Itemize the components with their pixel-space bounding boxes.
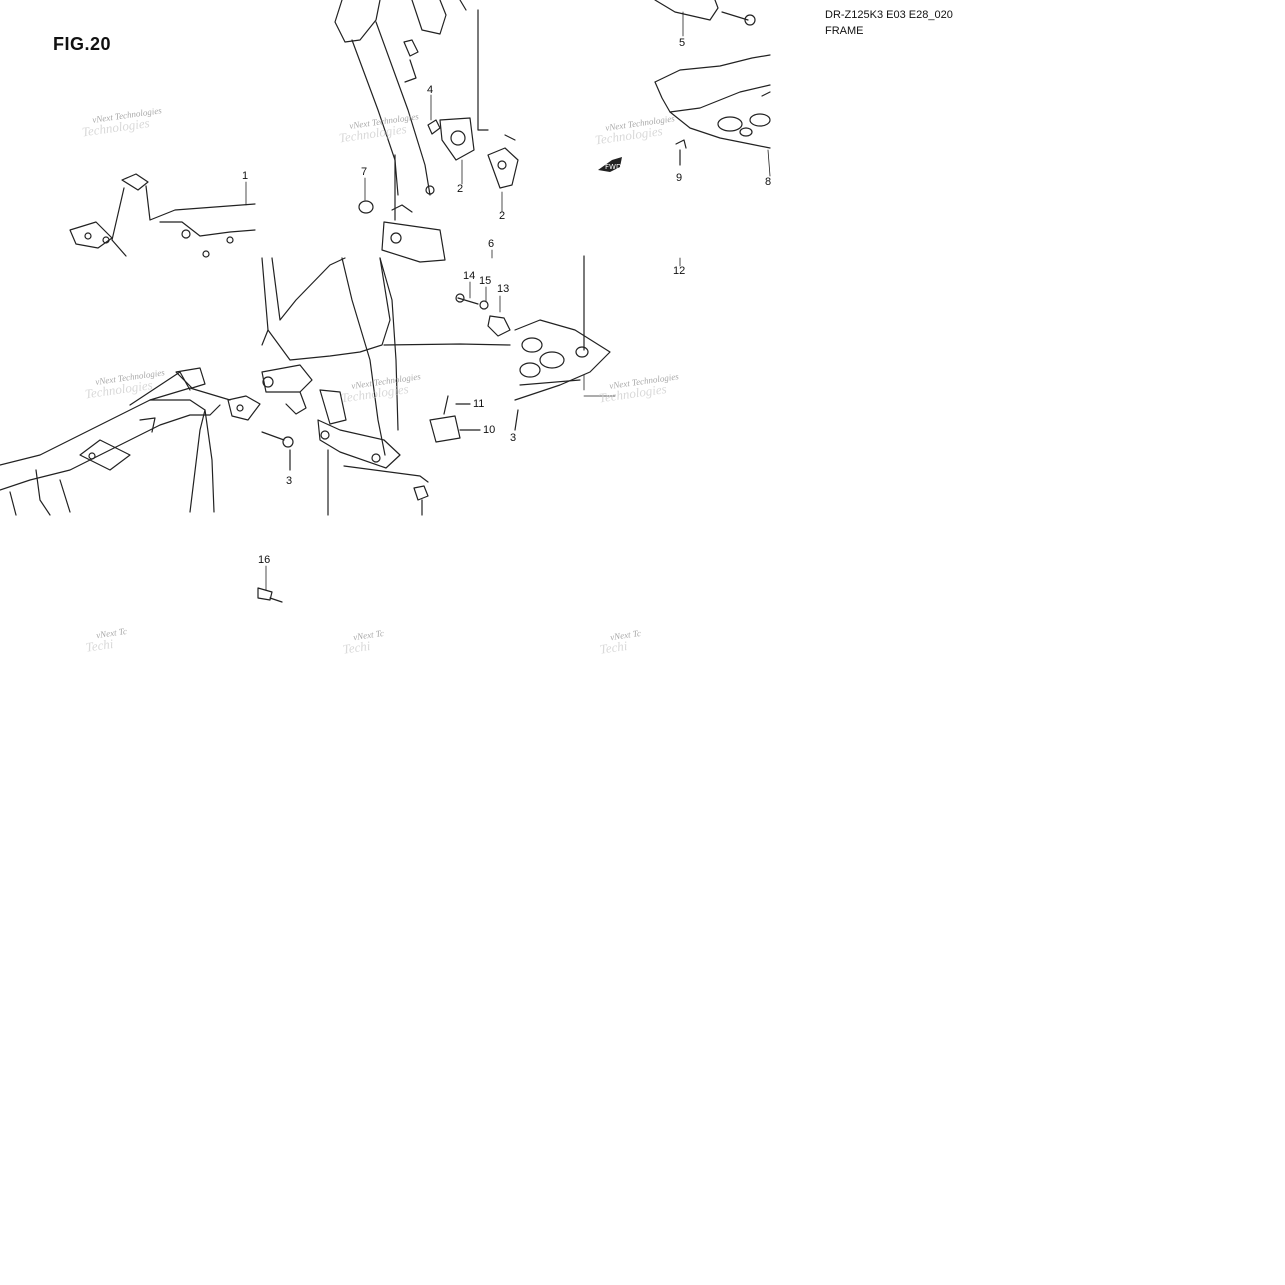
section-name: FRAME xyxy=(825,25,864,37)
callout-4: 4 xyxy=(427,84,433,96)
engine-guard xyxy=(514,255,611,431)
callout-1: 1 xyxy=(242,170,248,182)
callout-2b: 2 xyxy=(499,210,505,222)
callout-9: 9 xyxy=(676,172,682,184)
callout-2a: 2 xyxy=(457,183,463,195)
bolt-washer-spacer xyxy=(455,293,511,337)
callout-10: 10 xyxy=(483,424,495,436)
callout-11: 11 xyxy=(473,398,484,410)
bolt-5 xyxy=(654,0,756,26)
leader-lines xyxy=(245,11,771,591)
callout-7: 7 xyxy=(361,166,367,178)
callout-12: 12 xyxy=(673,265,685,277)
callout-13: 13 xyxy=(497,283,509,295)
callout-5: 5 xyxy=(679,37,685,49)
part-16 xyxy=(257,587,283,603)
callout-14: 14 xyxy=(463,270,475,282)
figure-title: FIG.20 xyxy=(53,34,112,54)
model-code: DR-Z125K3 E03 E28_020 xyxy=(825,9,953,21)
nut-bottom xyxy=(413,485,429,516)
lower-frame-section xyxy=(0,257,511,516)
bolt-9 xyxy=(675,139,687,166)
callout-16: 16 xyxy=(258,554,270,566)
fwd-direction-arrow: FWD xyxy=(598,157,622,172)
bolt-3 xyxy=(261,431,294,471)
callout-3-partial: 3 xyxy=(510,432,516,444)
main-frame-left xyxy=(69,173,256,258)
callout-15: 15 xyxy=(479,275,491,287)
seat-part-8 xyxy=(654,54,771,149)
callout-8: 8 xyxy=(765,176,771,188)
upper-frame-section xyxy=(334,0,519,263)
callout-6: 6 xyxy=(488,238,494,250)
fwd-label: FWD xyxy=(605,163,621,171)
callout-numbers: 1 2 2 3 4 5 6 7 8 9 10 11 12 13 14 15 16… xyxy=(242,37,771,566)
callout-3: 3 xyxy=(286,475,292,487)
bumper-and-bolt xyxy=(429,395,481,443)
